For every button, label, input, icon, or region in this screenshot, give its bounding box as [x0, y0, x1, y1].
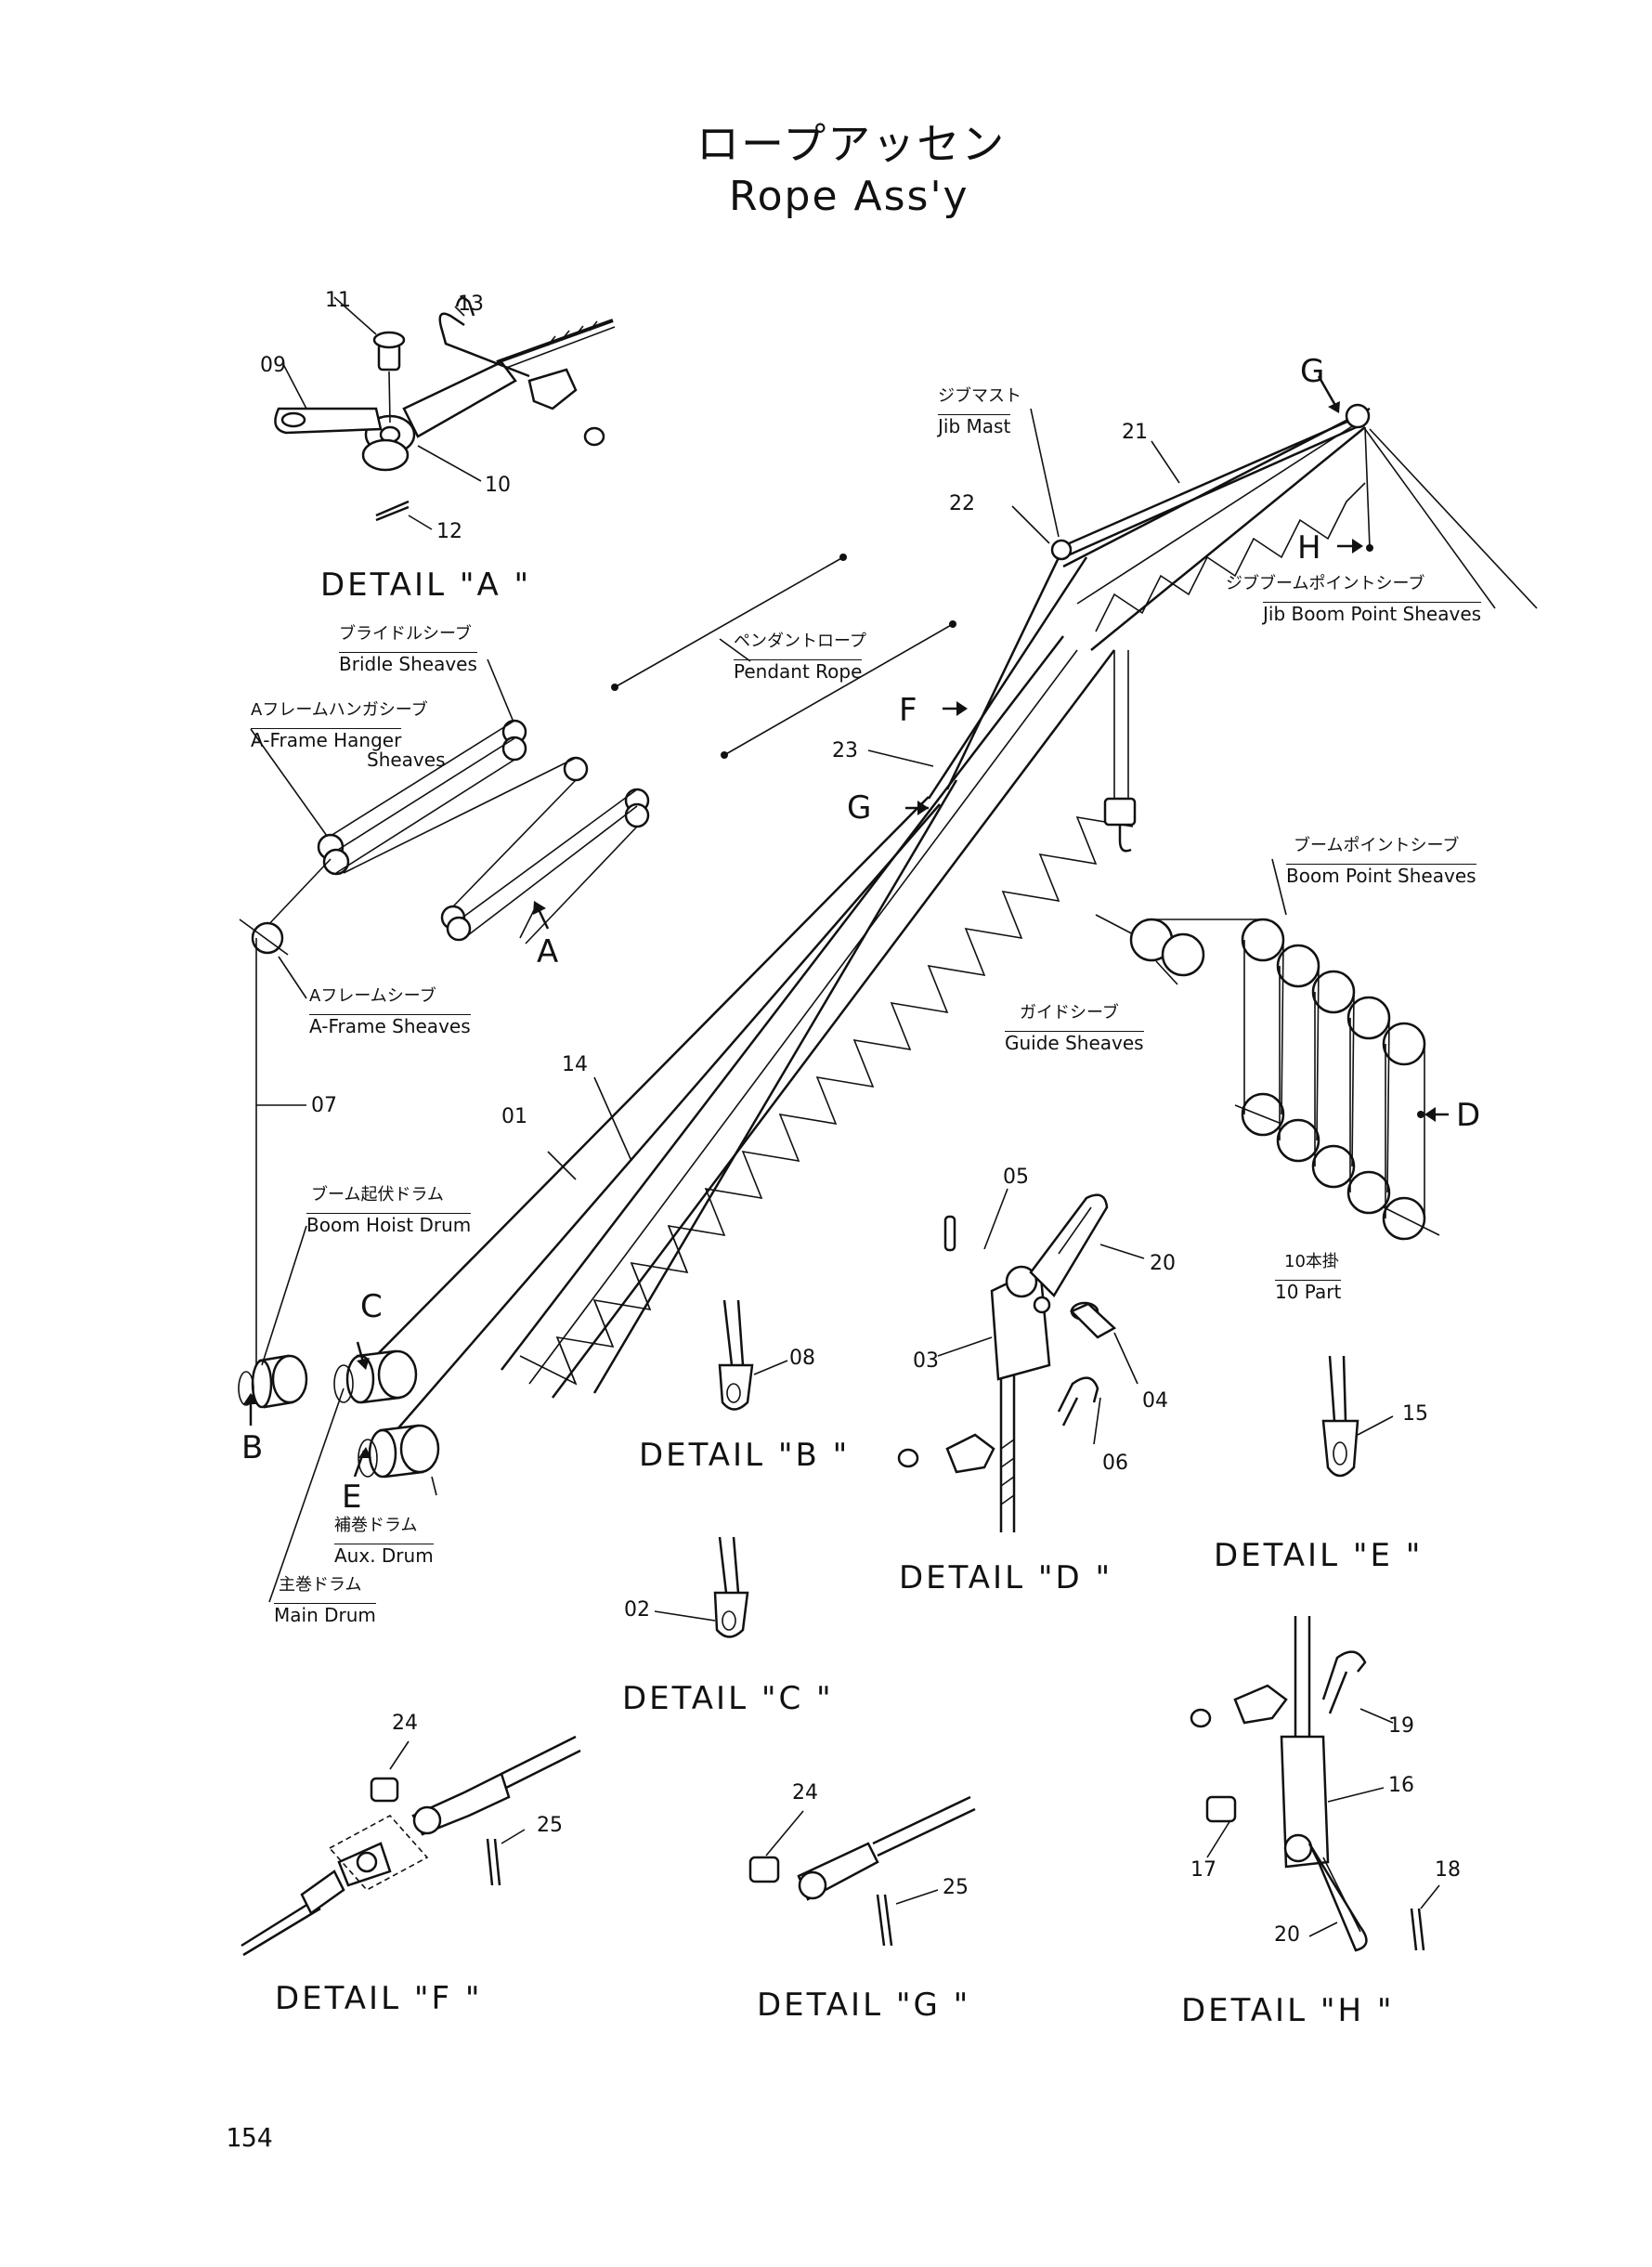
- part-number-14: 14: [562, 1053, 588, 1076]
- part-number-04: 04: [1142, 1389, 1168, 1413]
- boom-point-sheaves-drawing: [1095, 858, 1449, 1241]
- detail-g-label: DETAIL "G ": [757, 1987, 971, 2024]
- boom-point-sheaves-label-jp: ブームポイントシーブ: [1294, 836, 1460, 855]
- detail-f-drawing: [241, 1735, 581, 1957]
- callout-a: A: [537, 933, 559, 971]
- part-number-03: 03: [913, 1349, 939, 1373]
- part-number-21: 21: [1122, 421, 1148, 444]
- callout-b: B: [241, 1429, 264, 1466]
- aux-drum-label-jp: 補巻ドラム: [334, 1516, 418, 1535]
- a-frame-sheaves-label-en: A-Frame Sheaves: [309, 1014, 471, 1037]
- bridle-sheaves-label-en: Bridle Sheaves: [339, 652, 477, 675]
- page-number: 154: [226, 2122, 273, 2153]
- pendant-rope-label-en: Pendant Rope: [734, 659, 863, 683]
- pendant-rope-label-jp: ペンダントロープ: [734, 632, 866, 651]
- boom-hoist-drum-label-jp: ブーム起伏ドラム: [311, 1185, 444, 1205]
- part-number-18: 18: [1435, 1858, 1461, 1882]
- part-number-25-detail-f: 25: [537, 1814, 563, 1837]
- detail-c-label: DETAIL "C ": [622, 1680, 834, 1717]
- callout-g-jib: G: [1300, 353, 1325, 390]
- bridle-sheaves-label-jp: ブライドルシーブ: [339, 624, 472, 644]
- sheave-system-drawing: [239, 658, 650, 1370]
- reeving-label-en: 10 Part: [1275, 1280, 1342, 1303]
- boom-hoist-drum-label-en: Boom Hoist Drum: [306, 1213, 472, 1236]
- detail-f-label: DETAIL "F ": [275, 1980, 483, 2017]
- pendant-rope-drawing: [611, 554, 956, 759]
- a-frame-hanger-sheaves-label-jp: Aフレームハンガシーブ: [251, 700, 428, 720]
- detail-e-drawing: [1321, 1355, 1394, 1478]
- part-number-02: 02: [624, 1598, 650, 1622]
- detail-e-label: DETAIL "E ": [1214, 1537, 1424, 1574]
- part-number-24-detail-f: 24: [392, 1712, 418, 1735]
- part-number-24-detail-g: 24: [792, 1781, 818, 1804]
- part-number-11: 11: [325, 289, 351, 312]
- part-number-19: 19: [1388, 1714, 1414, 1738]
- a-frame-hanger-sheaves-label-en2: Sheaves: [367, 749, 446, 771]
- guide-sheaves-label-en: Guide Sheaves: [1005, 1031, 1144, 1054]
- guide-sheaves-label-jp: ガイドシーブ: [1020, 1003, 1119, 1023]
- detail-a-label: DETAIL "A ": [320, 567, 532, 604]
- detail-d-label: DETAIL "D ": [899, 1559, 1113, 1596]
- detail-h-label: DETAIL "H ": [1181, 1992, 1395, 2029]
- a-frame-sheaves-label-jp: Aフレームシーブ: [309, 986, 436, 1006]
- boom-drawing: [357, 375, 1538, 1439]
- part-number-13: 13: [458, 293, 484, 316]
- part-number-25-detail-g: 25: [943, 1876, 969, 1899]
- part-number-12: 12: [436, 520, 462, 543]
- detail-g-drawing: [748, 1795, 976, 1947]
- callout-e: E: [342, 1479, 362, 1516]
- main-drum-label-jp: 主巻ドラム: [279, 1575, 362, 1595]
- part-number-08: 08: [789, 1347, 815, 1370]
- jib-boom-point-sheaves-label-jp: ジブブームポイントシーブ: [1226, 574, 1425, 593]
- a-frame-hanger-sheaves-label-en1: A-Frame Hanger: [251, 728, 402, 751]
- main-drum-label-en: Main Drum: [274, 1603, 376, 1626]
- drums-drawing: [238, 1225, 440, 1603]
- part-number-15: 15: [1402, 1402, 1428, 1426]
- callout-h: H: [1297, 529, 1321, 567]
- part-number-01: 01: [501, 1105, 527, 1128]
- part-number-22: 22: [949, 492, 975, 515]
- detail-h-drawing: [1190, 1616, 1440, 1952]
- detail-c-drawing: [654, 1536, 749, 1638]
- jib-mast-label-jp: ジブマスト: [938, 386, 1021, 406]
- part-number-17: 17: [1190, 1858, 1216, 1882]
- detail-a-drawing: [274, 296, 616, 530]
- callout-c: C: [360, 1288, 383, 1325]
- detail-b-label: DETAIL "B ": [639, 1437, 851, 1474]
- reeving-label-jp: 10本掛: [1284, 1252, 1339, 1271]
- boom-point-sheaves-label-en: Boom Point Sheaves: [1286, 864, 1476, 887]
- jib-mast-label-en: Jib Mast: [938, 414, 1011, 437]
- part-number-20-detail-h: 20: [1274, 1923, 1300, 1947]
- part-number-06: 06: [1102, 1452, 1128, 1475]
- title-japanese: ロープアッセン: [696, 119, 1007, 169]
- jib-boom-point-sheaves-label-en: Jib Boom Point Sheaves: [1263, 602, 1482, 625]
- part-number-05: 05: [1003, 1166, 1029, 1189]
- part-number-16: 16: [1388, 1774, 1414, 1797]
- part-number-09: 09: [260, 354, 286, 377]
- callout-d: D: [1456, 1097, 1481, 1134]
- part-number-23: 23: [832, 739, 858, 762]
- part-number-07: 07: [311, 1094, 337, 1117]
- callout-f: F: [899, 692, 917, 729]
- callout-g-boom: G: [847, 789, 872, 827]
- aux-drum-label-en: Aux. Drum: [334, 1544, 434, 1567]
- part-number-20-detail-d: 20: [1150, 1252, 1176, 1275]
- detail-b-drawing: [718, 1299, 788, 1411]
- part-number-10: 10: [485, 474, 511, 497]
- title-english: Rope Ass'y: [729, 173, 969, 220]
- detail-d-drawing: [897, 1188, 1145, 1532]
